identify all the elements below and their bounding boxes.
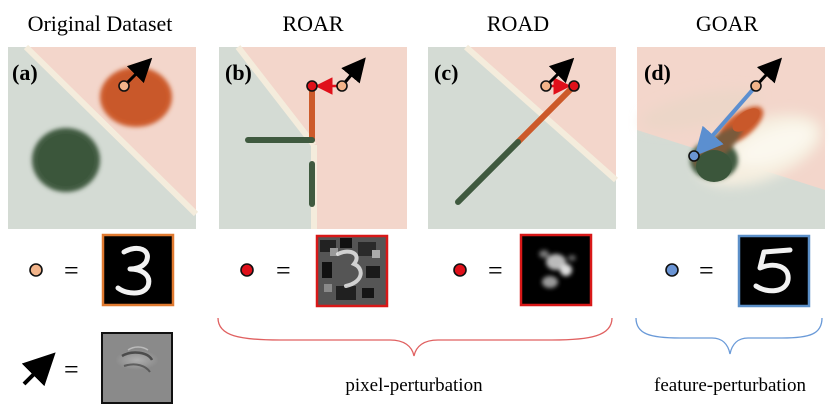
road-perturbed-image <box>519 233 593 307</box>
panel-label-d: (d) <box>644 60 671 85</box>
title-original: Original Dataset <box>28 11 173 36</box>
start-point-c <box>540 80 552 92</box>
black-arrow-icon <box>21 352 56 387</box>
start-point-a <box>118 80 130 92</box>
equals-sign-c: = <box>488 256 503 285</box>
equals-sign-arrow: = <box>64 355 79 384</box>
panel-d: (d) <box>637 47 825 229</box>
caption-pixel: pixel-perturbation <box>345 375 483 396</box>
title-road: ROAD <box>487 11 549 36</box>
blue-circle-icon <box>665 263 679 277</box>
pixel-brace <box>217 317 613 357</box>
title-roar: ROAR <box>282 11 343 36</box>
start-point-b <box>336 80 348 92</box>
red-circle-icon-b <box>240 263 254 277</box>
digit-three-image <box>101 233 175 307</box>
equals-sign-a: = <box>64 256 79 285</box>
perturbed-point-b <box>306 80 318 92</box>
title-goar: GOAR <box>696 11 759 36</box>
panel-c: (c) <box>428 44 618 229</box>
panel-label-b: (b) <box>225 60 252 85</box>
digit-five-image <box>737 234 811 308</box>
panel-a: (a) <box>8 44 199 229</box>
peach-circle-icon <box>29 263 43 277</box>
panel-label-a: (a) <box>12 60 38 85</box>
feature-brace <box>635 317 823 355</box>
feature-arrow-d <box>694 84 758 157</box>
panel-b: (b) <box>219 45 407 229</box>
roar-perturbed-image <box>315 234 389 308</box>
equals-sign-d: = <box>699 256 714 285</box>
start-point-d <box>750 80 762 92</box>
caption-feature: feature-perturbation <box>654 375 806 396</box>
perturbed-point-c <box>568 80 580 92</box>
gradient-attribution-image <box>101 332 173 404</box>
panel-label-c: (c) <box>434 60 458 85</box>
red-circle-icon-c <box>453 263 467 277</box>
feature-point-d <box>688 150 700 162</box>
equals-sign-b: = <box>276 256 291 285</box>
